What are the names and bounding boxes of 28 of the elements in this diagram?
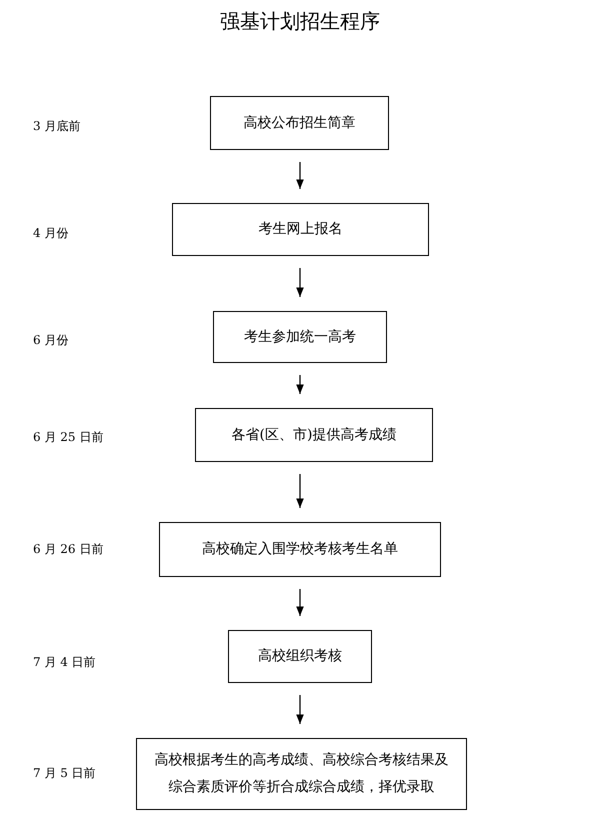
step-text: 考生网上报名: [258, 220, 342, 240]
process-box: [228, 630, 372, 683]
process-box: [213, 311, 387, 363]
step-text: 高校组织考核: [258, 647, 342, 666]
arrow: [296, 695, 304, 724]
date-label: 6 月 25 日前: [33, 429, 104, 446]
step-text: 考生参加统一高考: [244, 328, 356, 347]
step-text: 高校确定入围学校考核考生名单: [202, 540, 398, 560]
process-box: [195, 408, 433, 462]
process-box: [172, 203, 429, 256]
arrow: [296, 589, 304, 616]
step-text: 各省(区、市)提供高考成绩: [232, 426, 396, 445]
process-box: [136, 738, 467, 810]
date-label: 7 月 5 日前: [33, 765, 96, 782]
process-box: [159, 522, 441, 577]
arrow: [296, 474, 304, 508]
date-label: 7 月 4 日前: [33, 654, 96, 671]
date-label: 6 月份: [33, 332, 68, 349]
arrow: [296, 162, 304, 189]
title: 强基计划招生程序: [219, 8, 381, 35]
arrow: [296, 268, 304, 297]
step-text: 高校根据考生的高考成绩、高校综合考核结果及综合素质评价等折合成综合成绩，择优录取: [154, 751, 450, 797]
step-text: 高校公布招生简章: [244, 114, 356, 133]
process-box: [210, 96, 389, 150]
date-label: 3 月底前: [33, 118, 80, 135]
arrow: [296, 375, 304, 394]
date-label: 4 月份: [33, 225, 68, 242]
date-label: 6 月 26 日前: [33, 541, 104, 558]
